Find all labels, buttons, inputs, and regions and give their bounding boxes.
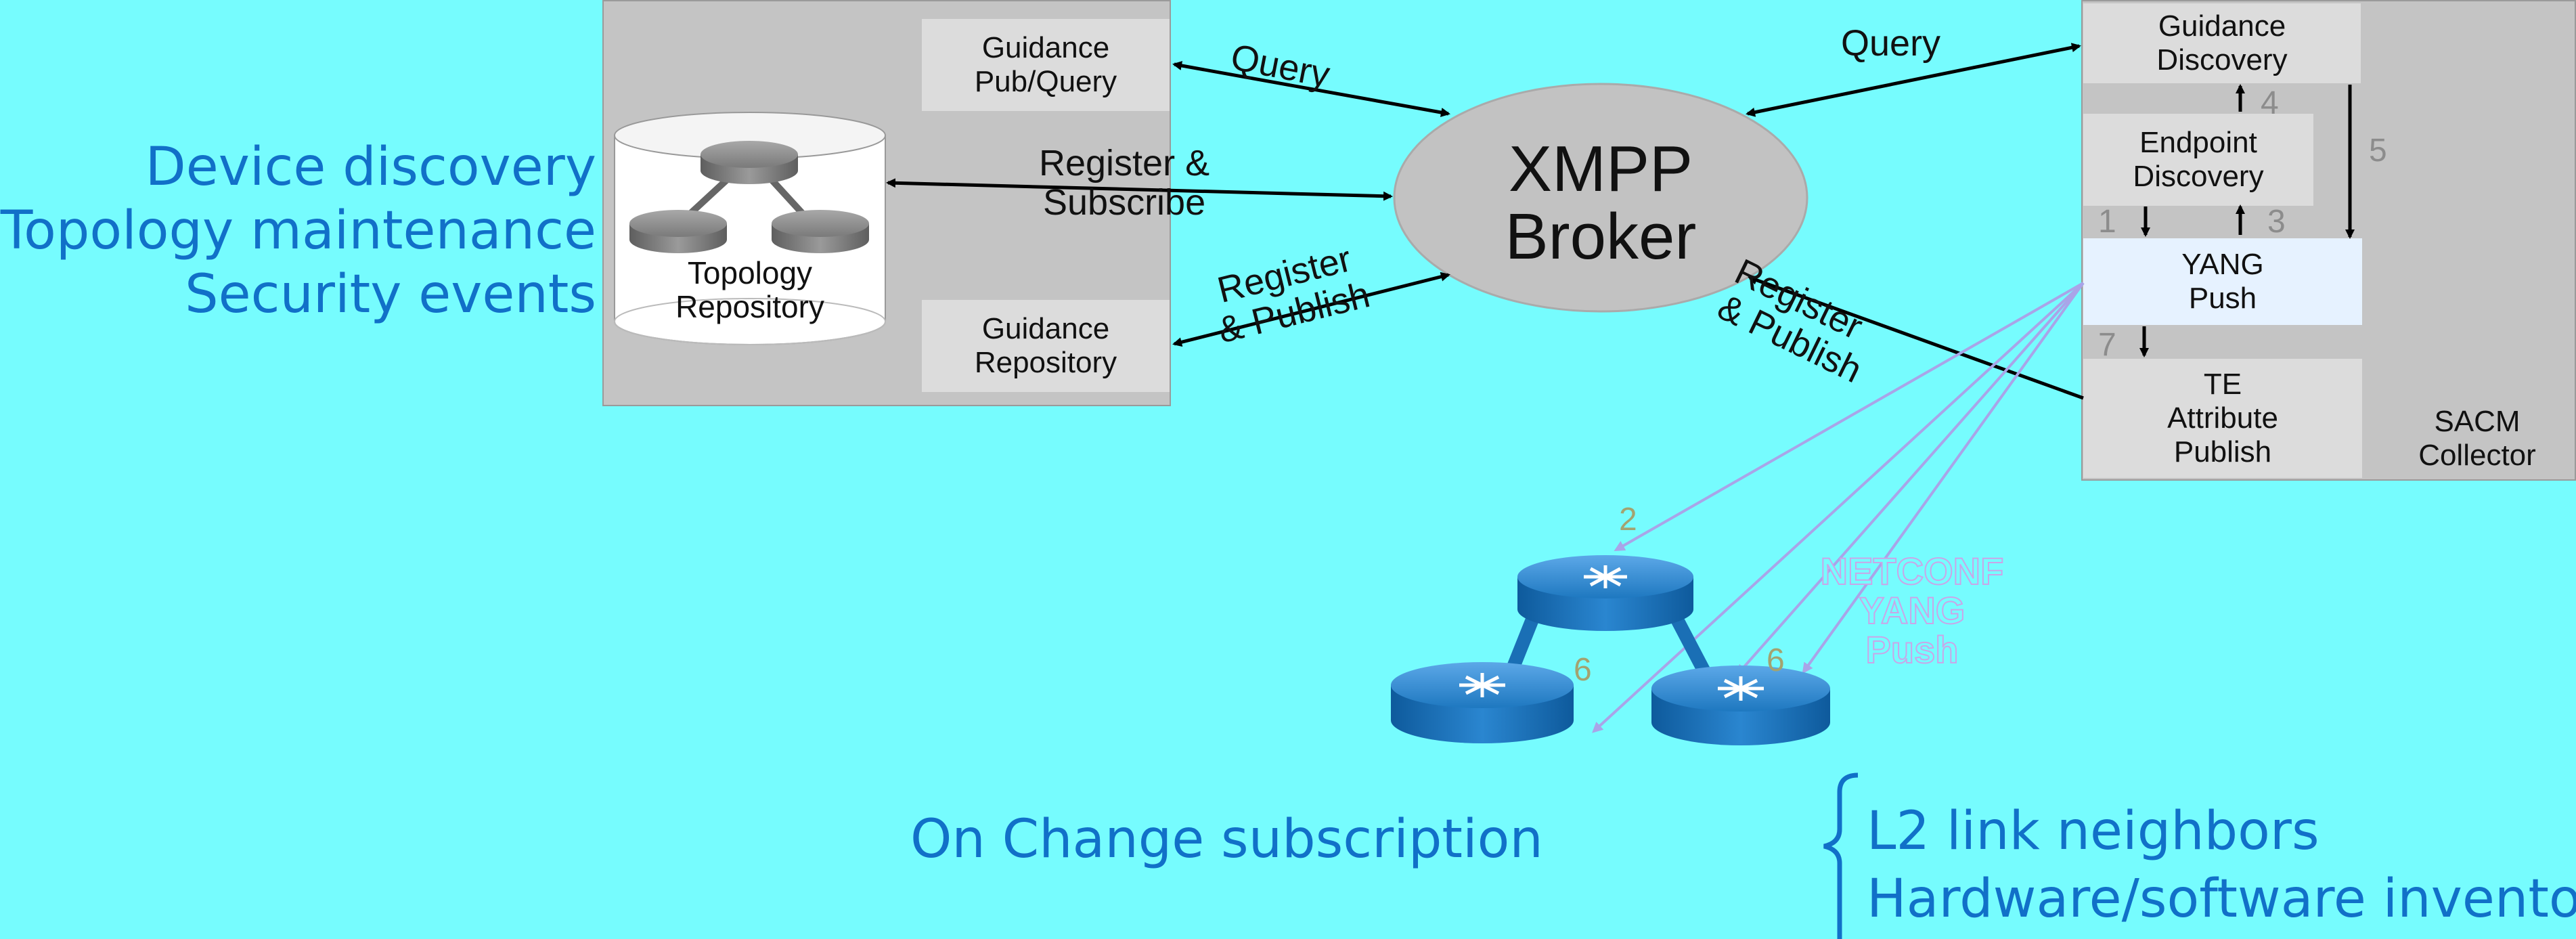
step-number-6b: 6 [1767,642,1785,678]
netconf-arrow-to-right-router [1736,282,2085,676]
register-subscribe-arrow [886,178,1393,201]
label-topology-maintenance: Topology maintenance [0,200,596,261]
query-right-arrow [1746,43,2081,117]
step-number-1: 1 [2098,204,2116,240]
query-left-arrow [1172,61,1450,117]
broker-line2: Broker [1505,200,1697,273]
step-number-6a: 6 [1574,652,1592,688]
netconf-line3: Push [1865,628,1959,671]
router-icon [701,141,798,184]
netconf-arrow-right-router-2 [1802,282,2085,674]
netconf-arrow-to-top-router [1614,282,2084,551]
on-change-subscription-label: On Change subscription [910,809,1543,870]
hw-sw-inventory-label: Hardware/software inventory [1867,869,2576,930]
step-number-2: 2 [1619,502,1637,538]
guidance-discovery-box: Guidance Discovery [2083,3,2361,83]
l2-link-neighbors-label: L2 link neighbors [1867,801,2319,862]
router-icon [772,210,869,253]
router-icon [1651,665,1830,745]
yang-push-label: YANG Push [2181,248,2264,315]
topology-links-gray [684,173,808,219]
register-publish-right-arrow [1748,276,2084,400]
query-right-label: Query [1841,23,1941,64]
netconf-arrow-to-left-router [1592,282,2085,733]
router-icon [1391,662,1574,743]
router-icon [629,210,727,253]
step-number-3: 3 [2267,204,2286,240]
xmpp-broker-title: XMPP Broker [1428,135,1773,271]
netconf-yang-push-label: NETCONF YANG Push [1787,550,2037,671]
step-number-7: 7 [2098,327,2116,363]
endpoint-discovery-label: Endpoint Discovery [2133,126,2264,193]
register-publish-left-arrow [1172,271,1450,347]
label-device-discovery: Device discovery [145,137,596,198]
guidance-discovery-label: Guidance Discovery [2156,9,2288,77]
netconf-line1: NETCONF [1820,550,2005,592]
sacm-collector-label-box: SACM Collector [2382,399,2572,478]
guidance-repository-label: Guidance Repository [974,312,1117,379]
broker-line1: XMPP [1508,133,1693,205]
te-attribute-publish-box: TE Attribute Publish [2083,359,2362,478]
endpoint-discovery-box: Endpoint Discovery [2083,114,2313,206]
bracket [1823,772,1859,939]
label-security-events: Security events [185,264,596,325]
step-number-4: 4 [2261,85,2279,121]
topology-repository-cylinder [614,112,886,345]
guidance-pub-query-label: Guidance Pub/Query [974,31,1117,98]
sacm-collector-label: SACM Collector [2418,405,2536,472]
netconf-line2: YANG [1859,589,1966,632]
xmpp-broker-ellipse [1393,83,1808,313]
step-number-5: 5 [2369,133,2387,169]
router-icon [1517,555,1693,631]
yang-push-box: YANG Push [2083,238,2362,325]
te-attribute-publish-label: TE Attribute Publish [2167,368,2278,468]
guidance-repository-box: Guidance Repository [922,300,1170,392]
register-subscribe-label: Register & Subscribe [1039,143,1210,223]
guidance-pub-query-box: Guidance Pub/Query [922,19,1170,111]
topology-repository-label: Topology Repository [675,255,824,324]
